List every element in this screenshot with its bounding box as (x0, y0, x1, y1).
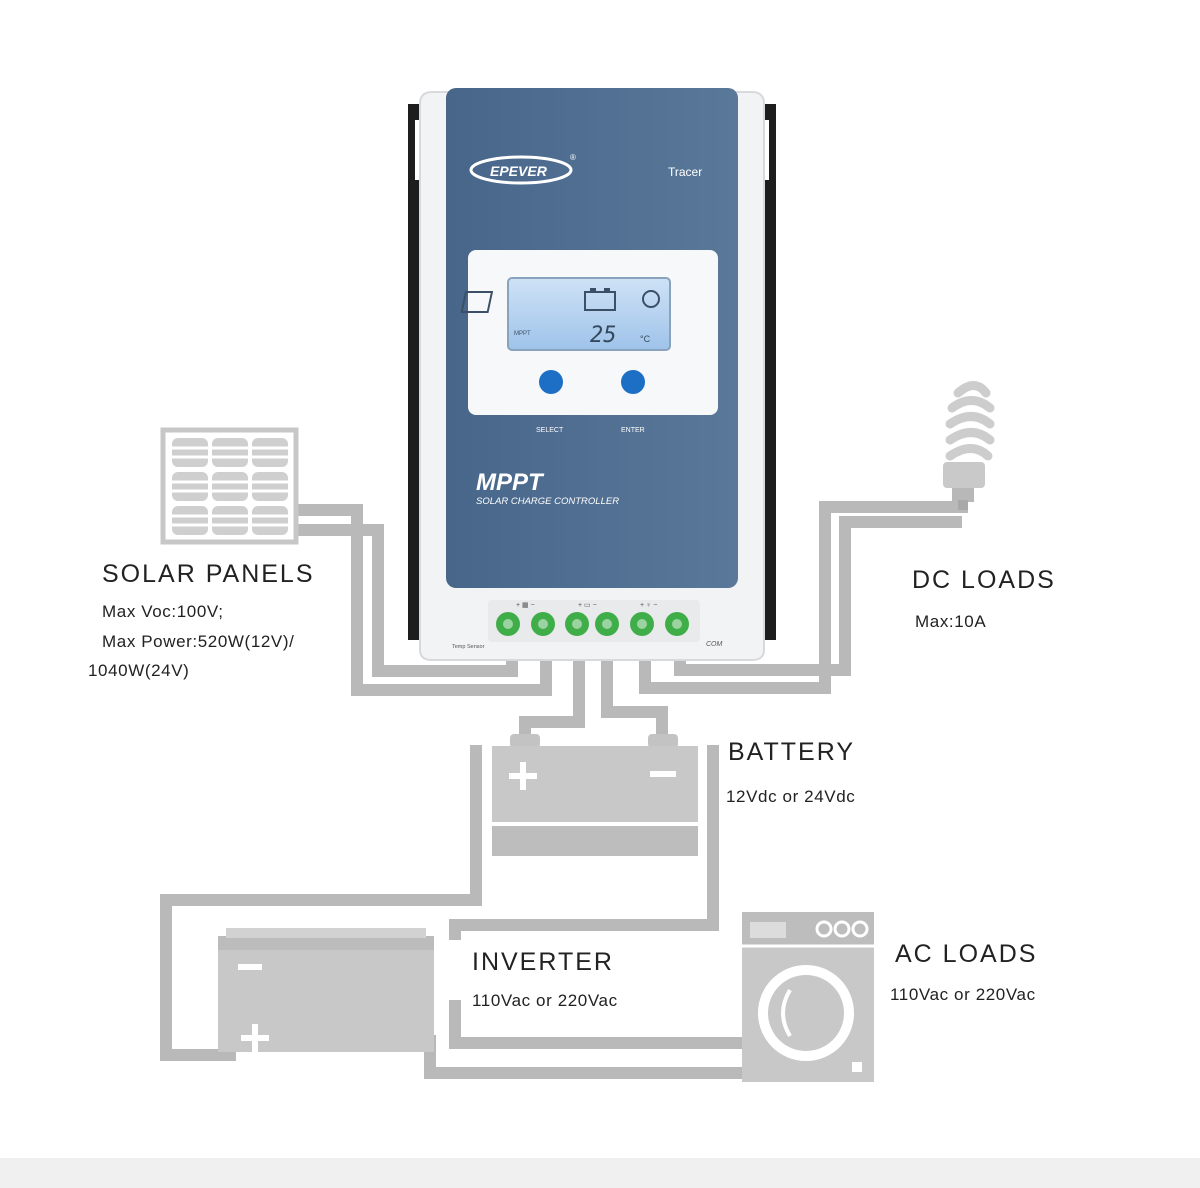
battery-lcd-icon (584, 291, 616, 311)
wire-battery-inverter-a (160, 745, 482, 1061)
svg-text:+ ▦ −: + ▦ − (516, 602, 535, 609)
svg-text:+ ▭ −: + ▭ − (578, 602, 597, 609)
solar-power-24v-text: 1040W(24V) (88, 661, 190, 680)
brand-text: EPEVER (490, 163, 548, 179)
inverter-icon (218, 928, 434, 1052)
temp-sensor-label: Temp Sensor (452, 644, 485, 650)
lcd-screen (507, 277, 671, 351)
lcd-unit: °C (640, 334, 651, 344)
solar-power-text: Max Power:520W(12V)/ (102, 632, 295, 651)
enter-button[interactable] (621, 370, 645, 394)
inverter-voltage-text: 110Vac or 220Vac (472, 991, 618, 1010)
com-label: COM (706, 641, 723, 648)
dc-loads-title: DC LOADS (912, 566, 1056, 594)
svg-text:+ ♀ −: + ♀ − (640, 602, 657, 609)
bulb-icon (943, 381, 995, 510)
bottom-band (0, 1158, 1200, 1188)
wire-load-b (674, 516, 962, 676)
brand-mark: ® (570, 153, 576, 162)
wire-battery-b (601, 655, 668, 740)
washing-machine-icon (742, 912, 874, 1082)
model-text: Tracer (668, 165, 702, 179)
dc-loads-max-text: Max:10A (915, 612, 987, 631)
battery-voltage-text: 12Vdc or 24Vdc (726, 787, 856, 806)
battery-icon (492, 734, 698, 856)
select-button[interactable] (539, 370, 563, 394)
solar-icon (460, 291, 494, 313)
solar-voc-text: Max Voc:100V; (102, 602, 224, 621)
load-lcd-icon (642, 290, 660, 308)
wire-battery-inverter-b (449, 745, 719, 940)
ac-loads-title: AC LOADS (895, 940, 1038, 968)
solar-panels-title: SOLAR PANELS (102, 560, 315, 588)
solar-panel (160, 427, 299, 545)
ac-loads-voltage-text: 110Vac or 220Vac (890, 985, 1036, 1004)
battery-title: BATTERY (728, 738, 855, 766)
product-subtitle: SOLAR CHARGE CONTROLLER (476, 496, 619, 507)
select-label: SELECT (536, 427, 564, 434)
inverter-title: INVERTER (472, 948, 614, 976)
product-title: MPPT (476, 469, 545, 496)
enter-label: ENTER (621, 427, 645, 434)
lcd-mode-text: MPPT (514, 331, 531, 337)
wire-battery-a (519, 655, 585, 740)
charge-controller: + ▦ − + ▭ − + ♀ − EPEVER ® Tracer MPPT 2… (408, 88, 776, 661)
terminals (496, 612, 689, 636)
lcd-temperature: 25 (590, 323, 617, 348)
wire-inverter-ac-a (449, 1000, 744, 1049)
epever-logo (469, 155, 573, 185)
